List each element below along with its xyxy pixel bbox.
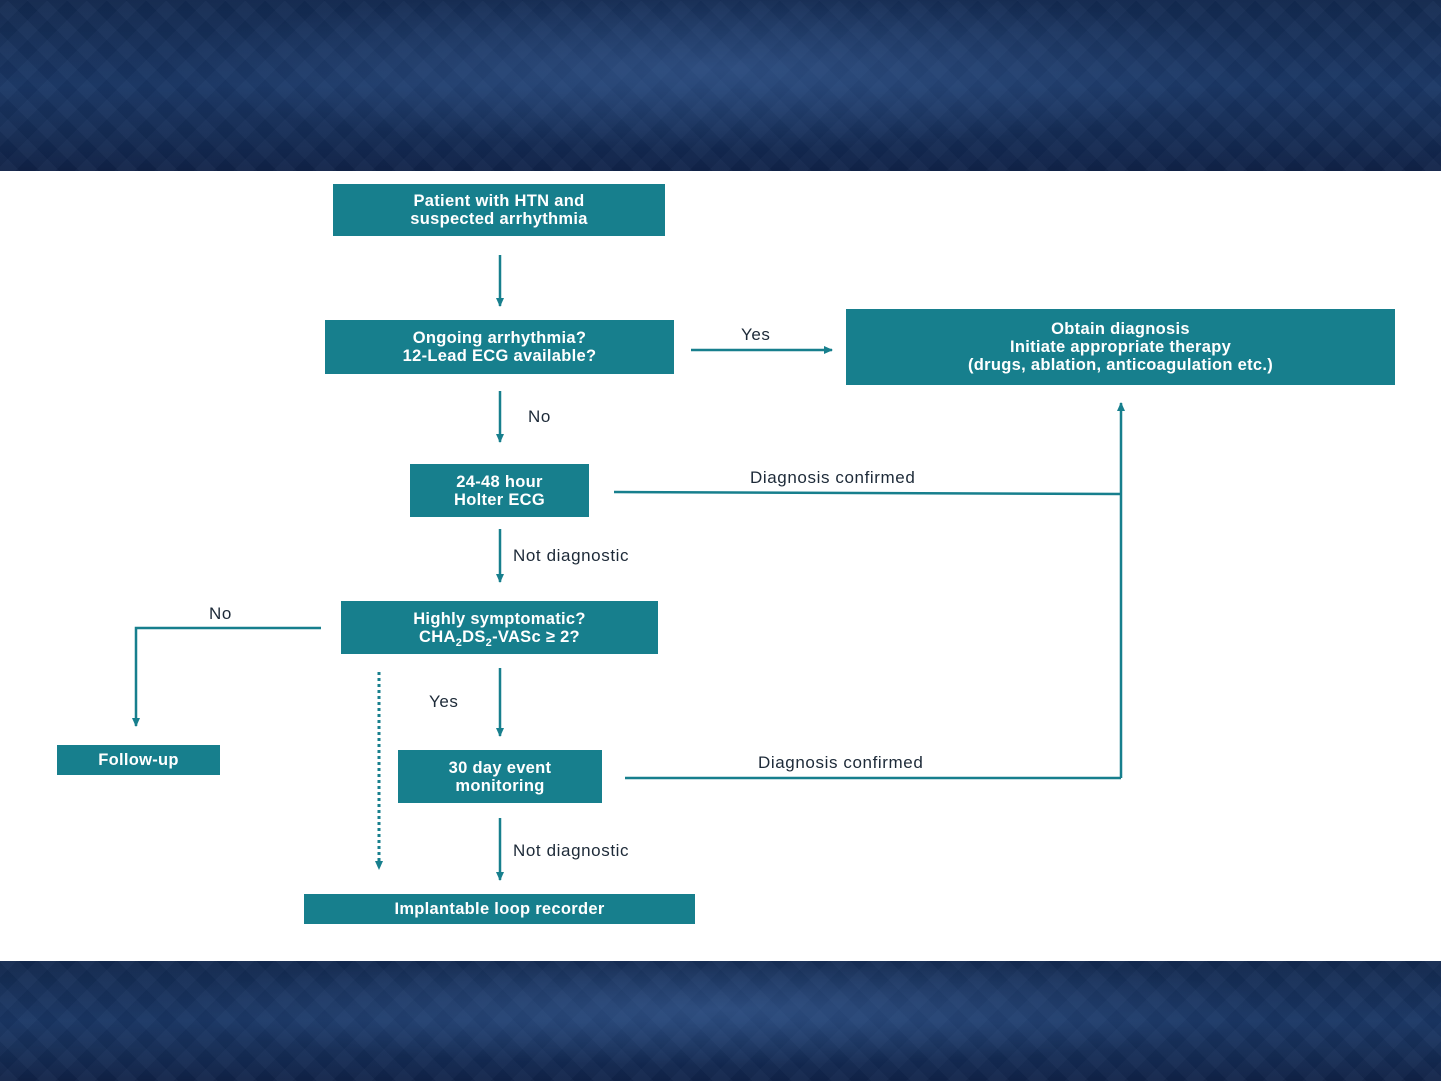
node-obtain-diagnosis: Obtain diagnosis Initiate appropriate th… xyxy=(846,309,1395,385)
node-obtain-line1: Obtain diagnosis xyxy=(1051,320,1190,338)
node-obtain-line3: (drugs, ablation, anticoagulation etc.) xyxy=(967,356,1274,374)
node-start-line2: suspected arrhythmia xyxy=(410,210,588,228)
node-holter-line2: Holter ECG xyxy=(453,490,545,509)
node-event-monitoring: 30 day event monitoring xyxy=(398,750,602,803)
arrow-symptomatic-no xyxy=(132,626,321,727)
node-implantable-loop-recorder: Implantable loop recorder xyxy=(304,894,695,924)
score-text-ds: DS xyxy=(462,627,486,646)
bottom-background-band xyxy=(0,961,1441,1081)
node-symptomatic-line1: Highly symptomatic? xyxy=(413,609,586,628)
node-highly-symptomatic: Highly symptomatic? CHA2DS2-VASc ≥ 2? xyxy=(341,601,658,654)
node-event-line2: monitoring xyxy=(455,776,545,795)
node-followup-line1: Follow-up xyxy=(98,751,179,769)
line-holter-confirmed xyxy=(613,490,1122,496)
node-ongoing-line1: Ongoing arrhythmia? xyxy=(412,329,587,347)
node-start-line1: Patient with HTN and xyxy=(413,192,585,210)
node-obtain-line2: Initiate appropriate therapy xyxy=(1009,338,1232,356)
edge-label-holter-not-diagnostic: Not diagnostic xyxy=(513,546,630,565)
edge-label-symptomatic-no: No xyxy=(209,604,232,623)
node-holter-ecg: 24-48 hour Holter ECG xyxy=(410,464,589,517)
top-background-band xyxy=(0,0,1441,171)
score-text-vasc: -VASc ≥ 2? xyxy=(492,627,580,646)
score-sub-1: 2 xyxy=(455,636,463,649)
score-text-cha: CHA xyxy=(419,627,456,646)
score-sub-2: 2 xyxy=(485,636,493,649)
node-follow-up: Follow-up xyxy=(57,745,220,775)
node-symptomatic-line2: CHA2DS2-VASc ≥ 2? xyxy=(413,627,586,649)
node-event-line1: 30 day event xyxy=(448,758,552,777)
node-loop-line1: Implantable loop recorder xyxy=(394,900,605,918)
node-ongoing-line2: 12-Lead ECG available? xyxy=(402,347,597,365)
node-ongoing-arrhythmia: Ongoing arrhythmia? 12-Lead ECG availabl… xyxy=(325,320,674,374)
flowchart-panel xyxy=(0,171,1441,961)
edge-label-ongoing-no: No xyxy=(528,407,551,426)
node-holter-line1: 24-48 hour xyxy=(456,472,543,491)
edge-label-event-not-diagnostic: Not diagnostic xyxy=(513,841,630,860)
edge-label-symptomatic-yes: Yes xyxy=(429,692,459,711)
edge-label-ongoing-yes: Yes xyxy=(741,325,771,344)
edge-label-holter-confirmed: Diagnosis confirmed xyxy=(750,468,916,487)
edge-label-event-confirmed: Diagnosis confirmed xyxy=(758,753,924,772)
node-start: Patient with HTN and suspected arrhythmi… xyxy=(333,184,665,236)
